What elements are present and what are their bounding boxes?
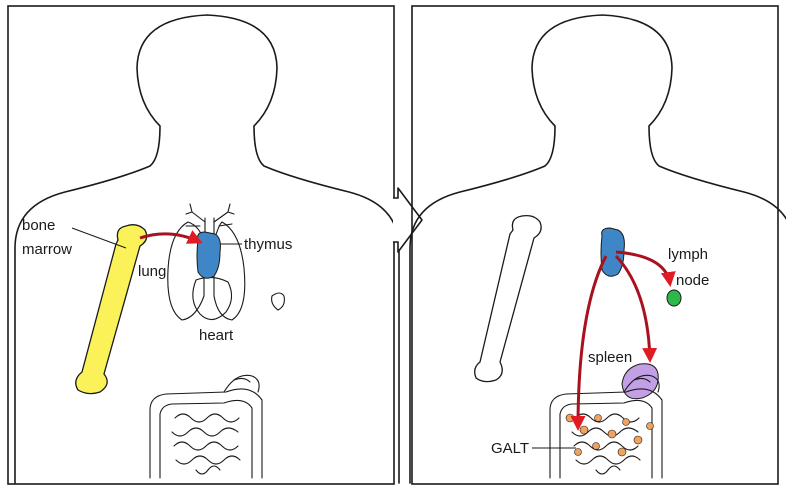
right-bone-outline <box>475 216 541 382</box>
left-side-small-organ <box>272 293 285 310</box>
heart-organ <box>193 277 232 319</box>
bone-marrow-label-line1: bone <box>22 217 55 234</box>
bone-marrow-shape <box>76 225 147 394</box>
left-panel: bone marrow thymus lung heart <box>8 6 399 484</box>
lymph-node-label-line1: lymph <box>668 246 708 263</box>
lymph-node-organ <box>667 290 681 306</box>
trachea-branches <box>186 204 234 236</box>
spleen-label: spleen <box>588 349 632 366</box>
right-panel-frame <box>412 6 778 484</box>
thymus-label: thymus <box>244 236 292 253</box>
bone-marrow-to-thymus-arrow <box>140 234 200 242</box>
right-body-silhouette <box>410 15 786 483</box>
bone-marrow-label-line2: marrow <box>22 241 72 258</box>
right-panel: lymph node spleen GALT <box>410 6 786 484</box>
thymus-to-spleen-arrow <box>616 256 650 360</box>
lung-label: lung <box>138 263 166 280</box>
lymph-node-label-line2: node <box>676 272 709 289</box>
spleen-organ <box>622 364 658 399</box>
thymus-to-galt-arrow <box>578 256 606 428</box>
left-intestines <box>150 375 262 478</box>
galt-label: GALT <box>491 440 529 457</box>
thymus-organ <box>197 232 220 278</box>
heart-label: heart <box>199 327 234 344</box>
